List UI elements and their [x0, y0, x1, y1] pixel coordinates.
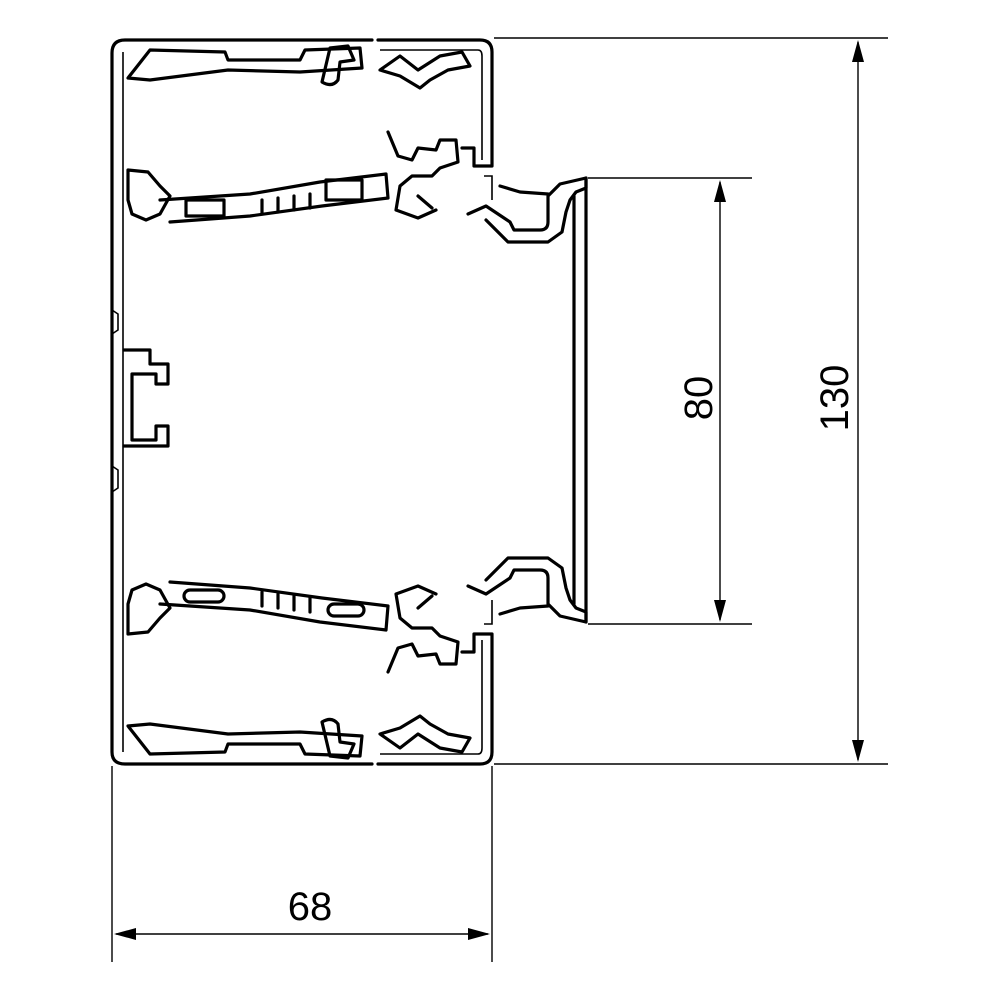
profile-lower-cap — [376, 632, 494, 766]
lower-arm-teeth — [260, 590, 312, 614]
trunking-profile — [110, 38, 494, 766]
cover-upper-lip — [498, 184, 550, 196]
upper-carrier-arm — [126, 130, 460, 224]
arrow-up-130 — [852, 40, 864, 62]
bottom-spring-clip — [378, 714, 472, 754]
dimension-width: 68 — [111, 766, 493, 962]
upper-arm-teeth — [260, 192, 312, 216]
upper-arm-slot-left — [184, 198, 226, 218]
cover-lower-hook — [466, 556, 588, 624]
lower-arm-slot-right — [326, 602, 366, 618]
upper-arm-left-hook — [126, 168, 172, 222]
centre-divider-clips — [111, 309, 170, 493]
lower-carrier-arm — [126, 580, 460, 674]
profile-right-wall-mid — [484, 175, 493, 625]
cover-lower-lip — [498, 604, 550, 616]
profile-outer-contour — [110, 38, 374, 766]
trunking-cover — [466, 175, 588, 625]
dimension-inner-height: 80 — [588, 177, 752, 625]
profile-upper-cap-inner — [380, 49, 483, 160]
dimension-label-130: 130 — [813, 365, 857, 432]
profile-lower-cap-inner — [380, 640, 483, 755]
lower-arm-beam — [158, 580, 390, 632]
profile-upper-cap — [376, 38, 494, 168]
bottom-clip — [320, 717, 356, 760]
lower-arm-right-latch — [386, 584, 460, 674]
arrow-up-80 — [714, 180, 726, 202]
arrow-down-130 — [852, 740, 864, 762]
top-spring-clip — [378, 50, 472, 90]
lower-arm-left-hook — [126, 582, 172, 636]
dimension-label-68: 68 — [288, 885, 333, 929]
dimension-total-height: 130 — [494, 37, 888, 765]
upper-centre-clip — [122, 348, 170, 448]
left-wall-notch-lower — [111, 465, 119, 493]
arrow-down-80 — [714, 600, 726, 622]
arrow-right-68 — [468, 928, 490, 940]
dimension-label-80: 80 — [677, 376, 721, 421]
upper-arm-slot-right — [324, 178, 364, 202]
top-clip — [320, 44, 356, 87]
left-wall-notch-upper — [111, 309, 119, 335]
cover-upper-hook — [466, 176, 588, 244]
upper-arm-right-latch — [386, 130, 460, 220]
lower-arm-slot-left — [182, 588, 226, 604]
arrow-left-68 — [114, 928, 136, 940]
